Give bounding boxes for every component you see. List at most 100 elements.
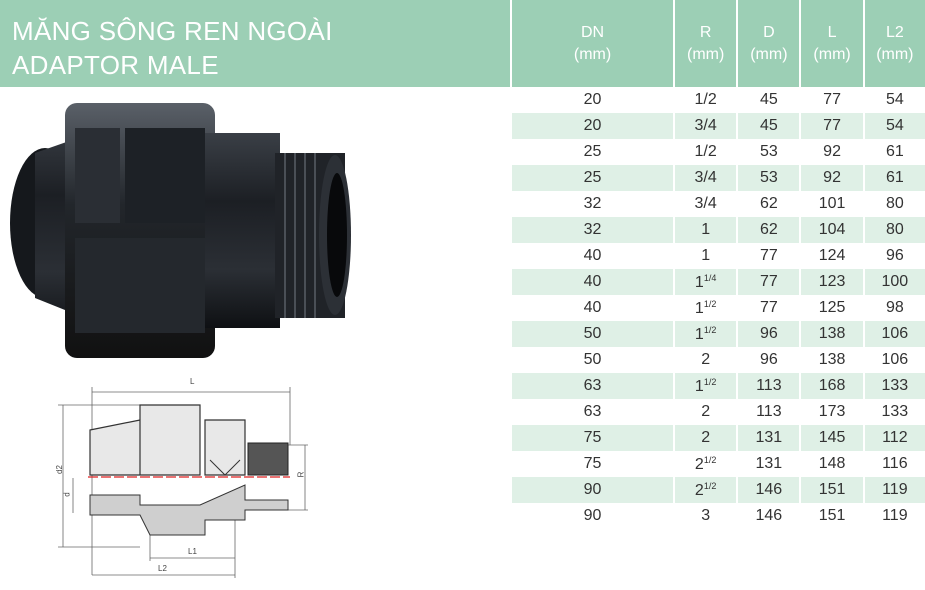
- r-fraction: 1/2: [703, 376, 717, 387]
- cell-d: 77: [736, 295, 801, 321]
- cell-r: 21/2: [673, 477, 738, 503]
- cell-r: 11/4: [673, 269, 738, 295]
- cell-dn: 40: [583, 247, 602, 264]
- r-fraction: 1/2: [703, 454, 717, 465]
- cell-r: 1: [673, 217, 738, 243]
- header-name: R: [699, 23, 712, 41]
- column-header-l2: L2(mm): [862, 0, 925, 87]
- cell-l2: 119: [862, 503, 925, 529]
- label-d: d: [62, 492, 72, 497]
- cell-l2: 106: [862, 347, 925, 373]
- cell-dn: 32: [583, 195, 602, 212]
- cell-l: 124: [799, 243, 864, 269]
- r-fraction: 1/2: [703, 324, 717, 335]
- header-name: L2: [885, 23, 904, 41]
- cell-dn: 63: [583, 403, 602, 420]
- cell-dn: 40: [512, 269, 675, 295]
- cell-r: 1/2: [673, 139, 738, 165]
- cell-l2: 61: [862, 139, 925, 165]
- column-header-l: L(mm): [799, 0, 864, 87]
- cell-dn: 75: [512, 425, 675, 451]
- r-whole: 1: [694, 377, 704, 395]
- cell-r: 11/2: [673, 373, 738, 399]
- cell-r: 3/4: [673, 191, 738, 217]
- cell-l: 77: [799, 113, 864, 139]
- cell-r: 3/4: [673, 165, 738, 191]
- title-vietnamese: MĂNG SÔNG REN NGOÀI: [12, 16, 333, 46]
- cell-dn: 63: [512, 373, 675, 399]
- header-name: L: [827, 23, 837, 41]
- cell-l2: 80: [862, 191, 925, 217]
- cell-dn: 75: [583, 455, 602, 472]
- r-whole: 3/4: [694, 195, 717, 212]
- cell-d: 45: [736, 113, 801, 139]
- product-title: MĂNG SÔNG REN NGOÀI ADAPTOR MALE: [12, 14, 333, 82]
- cell-r: 2: [673, 347, 738, 373]
- r-whole: 3/4: [694, 169, 717, 186]
- cell-l: 92: [799, 165, 864, 191]
- cell-l2: 112: [862, 425, 925, 451]
- cell-d: 62: [736, 217, 801, 243]
- cell-d: 45: [736, 87, 801, 113]
- label-L2: L2: [158, 564, 167, 573]
- column-header-d: D(mm): [736, 0, 801, 87]
- cell-l2: 133: [862, 399, 925, 425]
- r-fraction: 1/2: [703, 298, 717, 309]
- r-whole: 1: [694, 273, 704, 291]
- cell-l: 145: [799, 425, 864, 451]
- adaptor-photo: [10, 103, 351, 358]
- cell-l: 173: [799, 399, 864, 425]
- cell-l2: 106: [862, 321, 925, 347]
- column-header-dn: DN(mm): [512, 0, 675, 87]
- cell-d: 113: [736, 399, 801, 425]
- r-whole: 1: [701, 247, 711, 264]
- cell-d: 62: [736, 191, 801, 217]
- r-whole: 2: [694, 481, 704, 499]
- cell-dn: 25: [583, 143, 602, 160]
- label-R: R: [296, 471, 306, 478]
- cell-r: 21/2: [673, 451, 738, 477]
- cell-dn: 50: [583, 351, 602, 368]
- cell-r: 2: [673, 399, 738, 425]
- r-whole: 2: [701, 429, 711, 446]
- cell-l: 138: [799, 321, 864, 347]
- r-whole: 2: [694, 455, 704, 473]
- cell-l: 125: [799, 295, 864, 321]
- cell-d: 53: [736, 139, 801, 165]
- cell-l2: 61: [862, 165, 925, 191]
- r-whole: 1: [694, 325, 704, 343]
- label-d2: d2: [54, 465, 64, 474]
- cell-l2: 100: [862, 269, 925, 295]
- r-whole: 1: [701, 221, 711, 238]
- cell-d: 131: [736, 425, 801, 451]
- cell-r: 3: [673, 503, 738, 529]
- cell-dn: 50: [512, 321, 675, 347]
- label-L1: L1: [188, 547, 197, 556]
- cell-r: 11/2: [673, 295, 738, 321]
- cell-r: 1/2: [673, 87, 738, 113]
- cell-l2: 116: [862, 451, 925, 477]
- r-whole: 2: [701, 351, 711, 368]
- cell-l2: 98: [862, 295, 925, 321]
- r-whole: 3: [701, 507, 711, 524]
- cell-d: 77: [736, 243, 801, 269]
- header-unit: (mm): [686, 45, 725, 63]
- cell-d: 131: [736, 451, 801, 477]
- cell-l2: 119: [862, 477, 925, 503]
- cell-l: 77: [799, 87, 864, 113]
- cell-l: 92: [799, 139, 864, 165]
- technical-drawing: L d2 d R L1 L2: [40, 375, 320, 584]
- header-unit: (mm): [750, 45, 788, 63]
- cell-d: 146: [736, 503, 801, 529]
- r-fraction: 1/2: [703, 480, 717, 491]
